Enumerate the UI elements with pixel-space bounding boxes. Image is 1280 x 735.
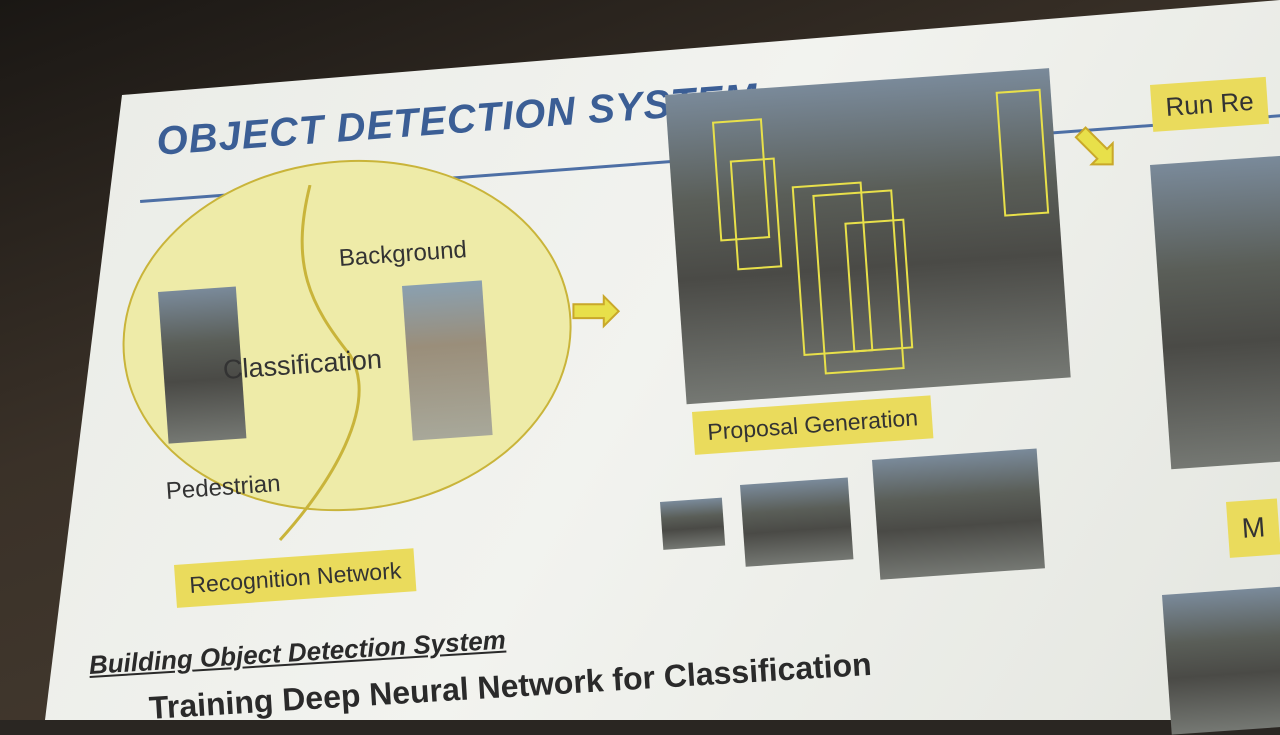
proposal-box [844, 218, 914, 353]
pyramid-image-medium [740, 477, 854, 567]
pyramid-image-small [660, 497, 726, 550]
right-arrow-icon: ➡ [569, 276, 621, 343]
proposal-image [665, 68, 1071, 405]
run-label: Run Re [1150, 76, 1270, 132]
result-image-bottom [1162, 585, 1280, 735]
proposal-box [995, 88, 1050, 217]
decision-boundary [278, 185, 361, 542]
proposal-box [729, 157, 783, 271]
result-image-top [1150, 155, 1280, 470]
pyramid-image-large [872, 448, 1045, 580]
right-label: M [1226, 498, 1280, 558]
background-image [402, 280, 493, 441]
